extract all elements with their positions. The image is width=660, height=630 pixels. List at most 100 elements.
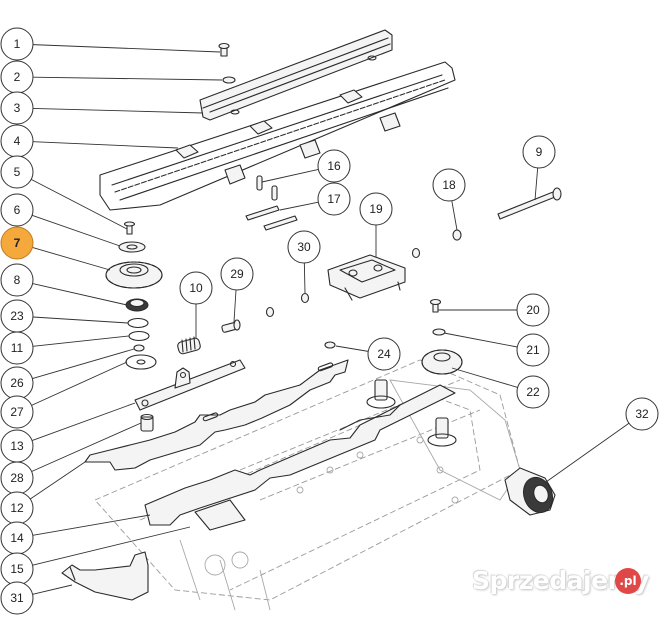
callout-number: 24 [377,347,391,361]
callout-13[interactable]: 13 [0,429,34,463]
bracket-plate [134,359,246,411]
callout-2[interactable]: 2 [0,60,34,94]
callout-32[interactable]: 32 [625,397,659,431]
callout-5[interactable]: 5 [0,155,34,189]
callout-number: 20 [526,303,540,317]
leader-line-12 [30,461,86,500]
callout-circle[interactable] [317,182,351,216]
leader-line-11 [32,335,130,347]
leader-line-3 [32,107,204,114]
callout-30[interactable]: 30 [287,230,321,264]
nut-30 [300,292,310,304]
bushing-26 [133,344,145,352]
callout-4[interactable]: 4 [0,124,34,158]
callout-18[interactable]: 18 [432,168,466,202]
callout-number: 6 [14,203,21,217]
callout-circle[interactable] [367,337,401,371]
large-washer-27 [125,354,157,370]
callout-28[interactable]: 28 [0,461,34,495]
callout-circle[interactable] [0,263,34,297]
callout-number: 12 [10,501,24,515]
callout-circle[interactable] [0,193,34,227]
callout-number: 16 [327,159,341,173]
callout-number: 29 [230,267,244,281]
callout-circle[interactable] [0,155,34,189]
nut-24 [324,341,336,349]
leader-line-28 [31,422,142,472]
callout-circle[interactable] [432,168,466,202]
leader-line-6 [31,214,121,247]
callout-19[interactable]: 19 [359,192,393,226]
callout-circle[interactable] [516,293,550,327]
callout-number: 23 [10,309,24,323]
callout-number: 8 [14,273,21,287]
sleeve [140,416,154,432]
callout-circle[interactable] [625,397,659,431]
callout-circle[interactable] [0,331,34,365]
callout-number: 32 [635,407,649,421]
callout-29[interactable]: 29 [220,257,254,291]
callout-26[interactable]: 26 [0,366,34,400]
spring [177,336,201,355]
callout-circle[interactable] [287,230,321,264]
nut-misc-2 [411,247,421,259]
leader-line-31 [32,584,73,595]
washer-21 [432,328,446,336]
leader-line-29 [233,289,237,323]
callout-7[interactable]: 7 [0,226,34,260]
callout-1[interactable]: 1 [0,27,34,61]
callout-20[interactable]: 20 [516,293,550,327]
base-plate [144,384,456,526]
callout-circle[interactable] [522,135,556,169]
leader-line-30 [303,262,306,294]
long-plate [84,359,349,471]
callout-circle[interactable] [0,226,34,260]
callout-number: 30 [297,240,311,254]
clips [245,205,298,231]
bearing [125,298,149,312]
callout-circle[interactable] [516,375,550,409]
o-ring-11 [128,330,150,342]
leader-line-15 [32,526,191,566]
washer-6 [118,241,146,253]
callout-31[interactable]: 31 [0,581,34,615]
callout-24[interactable]: 24 [367,337,401,371]
callout-14[interactable]: 14 [0,521,34,555]
callout-number: 7 [14,236,21,250]
callout-number: 27 [10,405,24,419]
callout-circle[interactable] [220,257,254,291]
leader-line-23 [32,316,129,324]
watermark-badge: .pl [615,568,641,594]
callout-17[interactable]: 17 [317,182,351,216]
callout-16[interactable]: 16 [317,149,351,183]
callout-10[interactable]: 10 [179,271,213,305]
callout-number: 17 [327,192,341,206]
callout-circle[interactable] [317,149,351,183]
leader-line-18 [451,200,458,231]
callout-circle[interactable] [516,333,550,367]
callout-number: 13 [10,439,24,453]
callout-circle[interactable] [0,581,34,615]
callout-21[interactable]: 21 [516,333,550,367]
callout-labels: 1234567823112627132812141531102916173019… [0,27,659,615]
callout-12[interactable]: 12 [0,491,34,525]
callout-circle[interactable] [0,27,34,61]
callout-11[interactable]: 11 [0,331,34,365]
callout-number: 19 [369,202,383,216]
callout-number: 1 [14,37,21,51]
callout-circle[interactable] [0,91,34,125]
callout-9[interactable]: 9 [522,135,556,169]
callout-15[interactable]: 15 [0,552,34,586]
callout-circle[interactable] [359,192,393,226]
callout-22[interactable]: 22 [516,375,550,409]
callout-circle[interactable] [179,271,213,305]
leader-line-17 [279,201,319,211]
callout-circle[interactable] [0,395,34,429]
callout-8[interactable]: 8 [0,263,34,297]
callout-23[interactable]: 23 [0,299,34,333]
callout-6[interactable]: 6 [0,193,34,227]
callout-3[interactable]: 3 [0,91,34,125]
leader-line-27 [31,361,128,406]
callout-27[interactable]: 27 [0,395,34,429]
